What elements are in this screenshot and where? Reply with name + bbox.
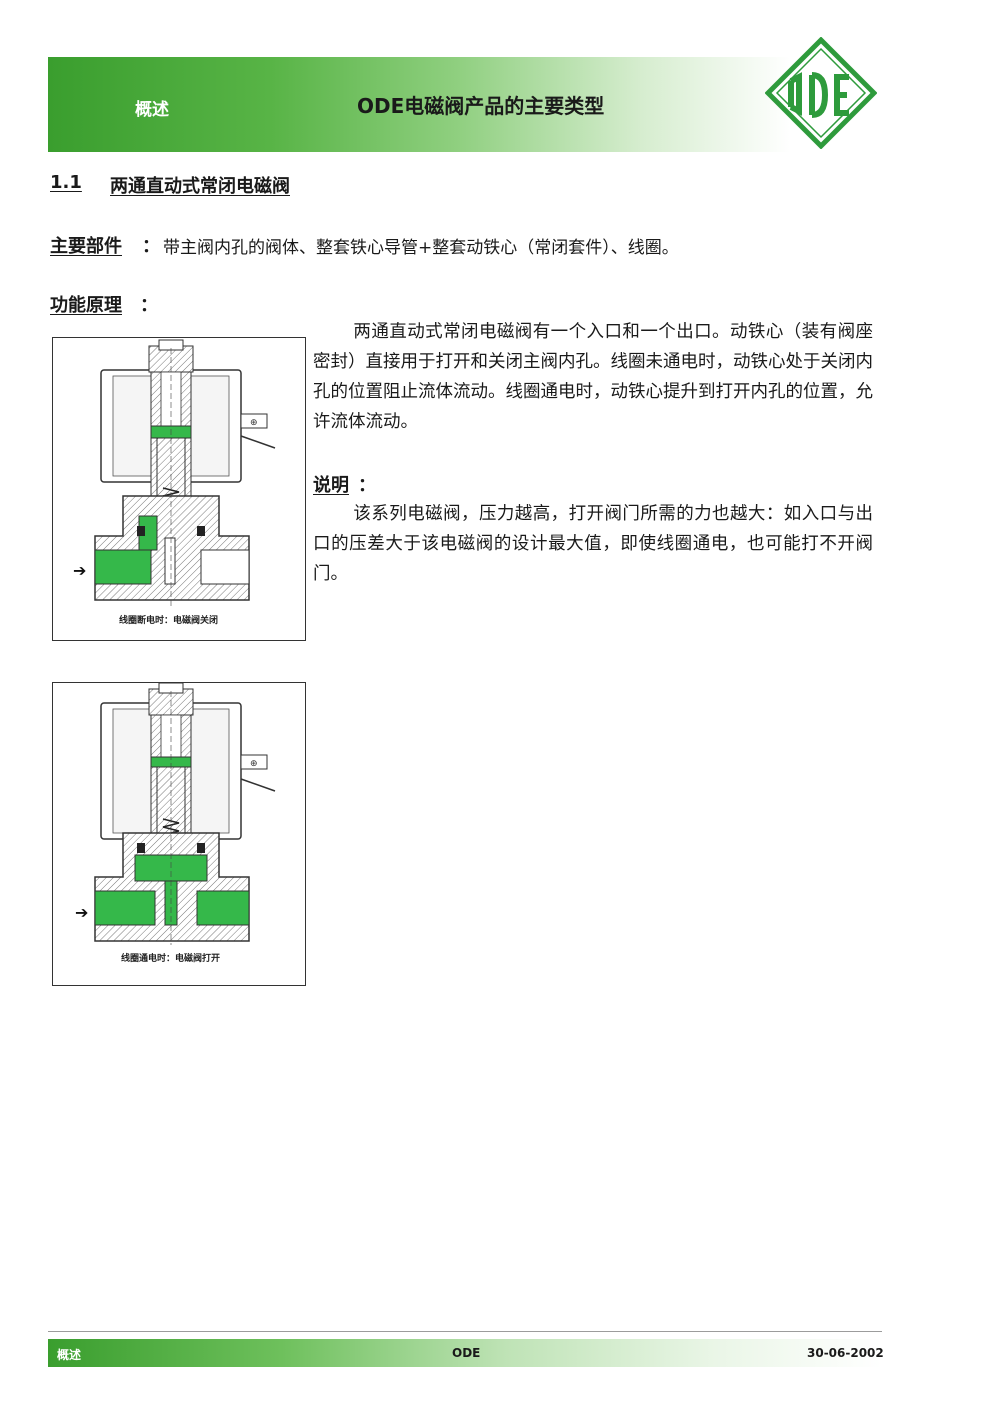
note-text: 该系列电磁阀，压力越高，打开阀门所需的力也越大：如入口与出口的压差大于该电磁阀的… — [313, 504, 873, 584]
note-paragraph: 该系列电磁阀，压力越高，打开阀门所需的力也越大：如入口与出口的压差大于该电磁阀的… — [313, 499, 873, 589]
valve-closed-drawing: ⊕ ➔ — [73, 339, 276, 606]
principle-label: 功能原理 — [50, 295, 122, 316]
svg-text:➔: ➔ — [75, 903, 88, 922]
parts-colon: ： — [142, 236, 160, 257]
section-title: 两通直动式常闭电磁阀 — [110, 176, 290, 197]
figure-caption: 线圈通电时：电磁阀打开 — [121, 954, 221, 964]
valve-open-drawing: ⊕ ➔ — [75, 683, 276, 945]
page-title: ODE电磁阀产品的主要类型 — [357, 94, 605, 118]
principle-text: 两通直动式常闭电磁阀有一个入口和一个出口。动铁心（装有阀座密封）直接用于打开和关… — [313, 322, 873, 432]
parts-label: 主要部件 — [50, 236, 122, 257]
principle-paragraph: 两通直动式常闭电磁阀有一个入口和一个出口。动铁心（装有阀座密封）直接用于打开和关… — [313, 317, 873, 437]
figure-valve-closed: ⊕ ➔ 线圈断电时：电磁阀关闭 — [52, 337, 306, 641]
figure-caption: 线圈断电时：电磁阀关闭 — [119, 616, 219, 626]
footer-band — [48, 1339, 882, 1367]
ode-logo — [765, 37, 877, 149]
svg-text:⊕: ⊕ — [250, 759, 258, 769]
svg-text:⊕: ⊕ — [250, 418, 258, 428]
header-band — [48, 57, 790, 152]
principle-colon: ： — [140, 295, 158, 316]
note-colon: ： — [358, 475, 376, 496]
header-section-label: 概述 — [135, 100, 169, 120]
footer-divider — [48, 1331, 882, 1332]
parts-text: 带主阀内孔的阀体、整套铁心导管+整套动铁心（常闭套件）、线圈。 — [163, 238, 679, 258]
note-label: 说明 — [313, 475, 349, 496]
footer-date: 30-06-2002 — [807, 1346, 884, 1360]
svg-text:➔: ➔ — [73, 561, 86, 580]
figure-valve-open: ⊕ ➔ 线圈通电时：电磁阀打开 — [52, 682, 306, 986]
section-number: 1.1 — [50, 172, 82, 193]
footer-brand: ODE — [452, 1346, 481, 1360]
footer-section: 概述 — [57, 1348, 82, 1362]
